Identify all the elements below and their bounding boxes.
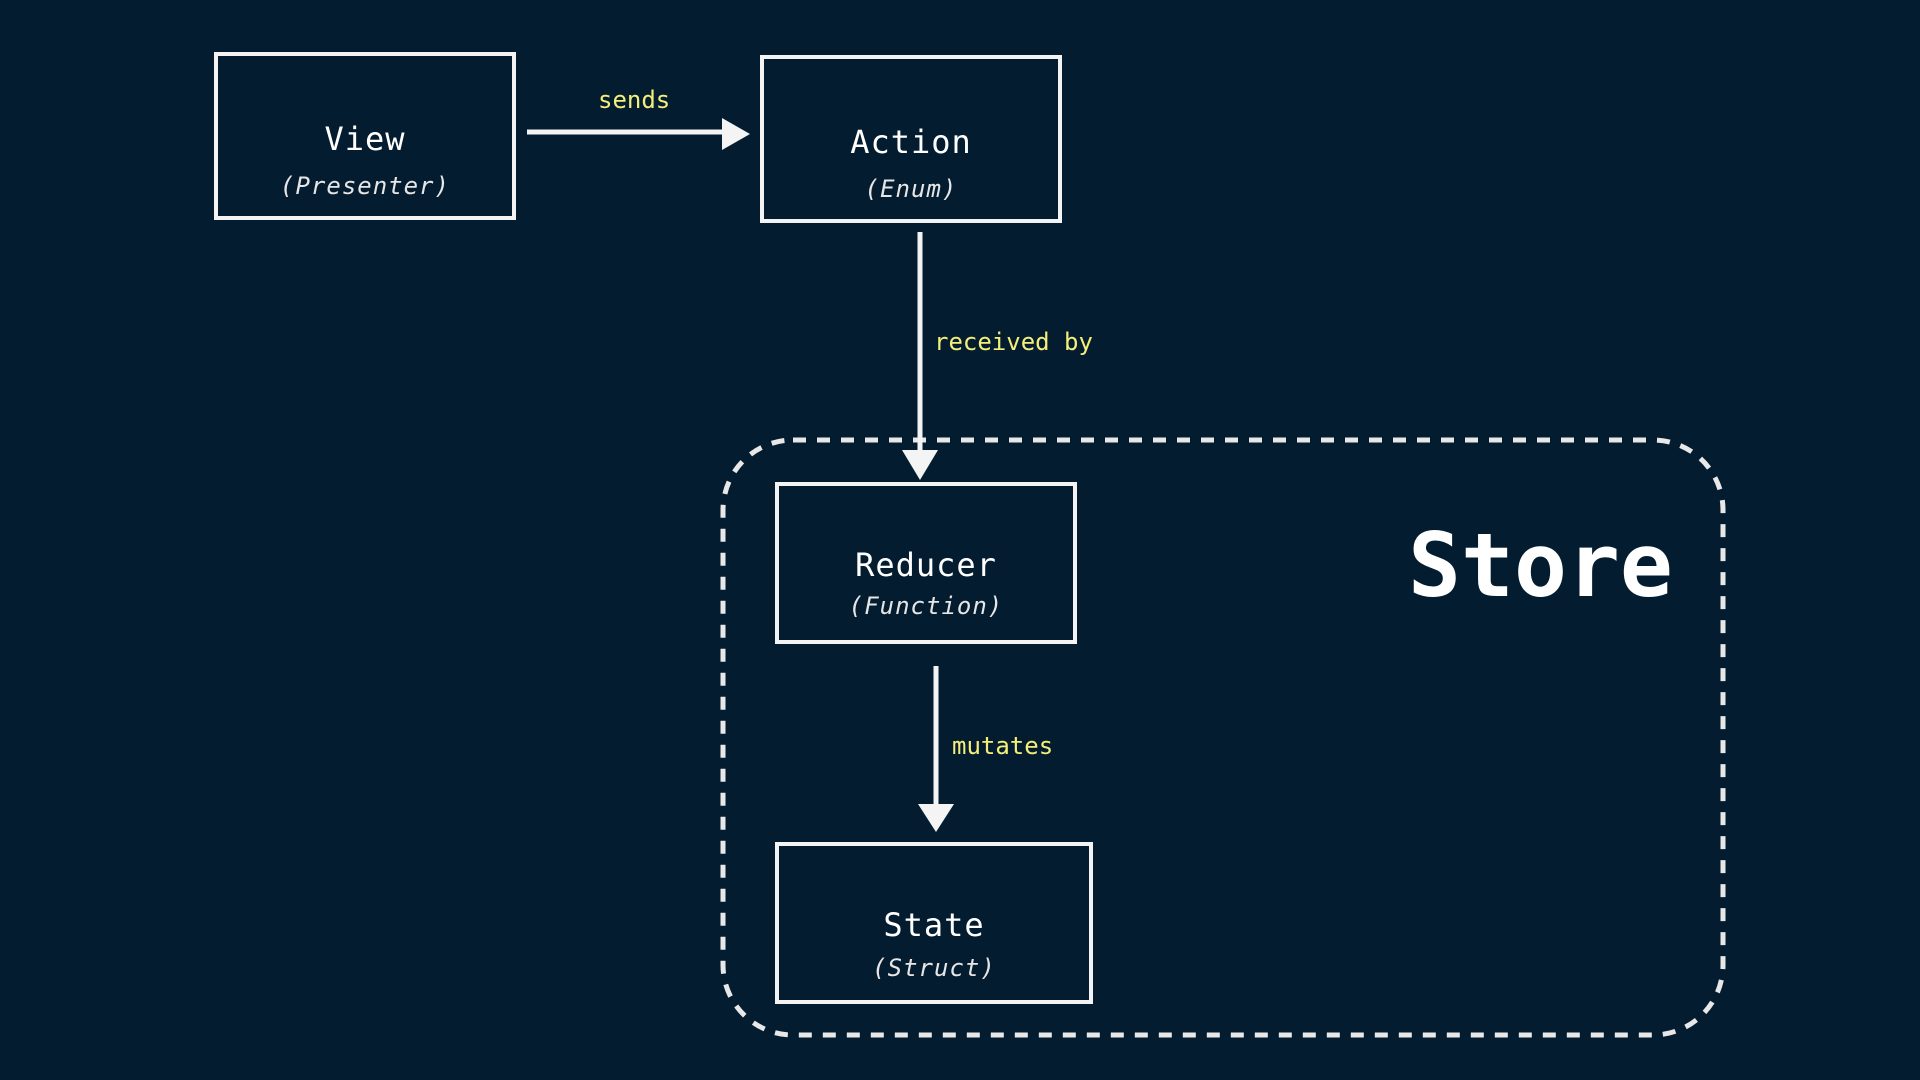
arrow-received-by <box>902 232 938 480</box>
action-subtitle: (Enum) <box>864 175 958 203</box>
action-node: Action (Enum) <box>760 55 1062 223</box>
view-title: View <box>324 120 406 158</box>
action-title: Action <box>850 123 972 161</box>
state-title: State <box>883 906 985 944</box>
state-node: State (Struct) <box>775 842 1093 1004</box>
reducer-subtitle: (Function) <box>848 592 1004 620</box>
edge-label-mutates: mutates <box>952 732 1054 760</box>
reducer-node: Reducer (Function) <box>775 482 1077 644</box>
reducer-title: Reducer <box>855 546 997 584</box>
view-node: View (Presenter) <box>214 52 516 220</box>
store-label: Store <box>1408 514 1673 617</box>
edge-label-sends: sends <box>598 86 671 114</box>
state-subtitle: (Struct) <box>872 954 996 982</box>
arrow-sends <box>527 118 750 150</box>
edge-label-received-by: received by <box>934 328 1093 356</box>
arrow-mutates <box>918 666 954 832</box>
view-subtitle: (Presenter) <box>280 172 450 200</box>
